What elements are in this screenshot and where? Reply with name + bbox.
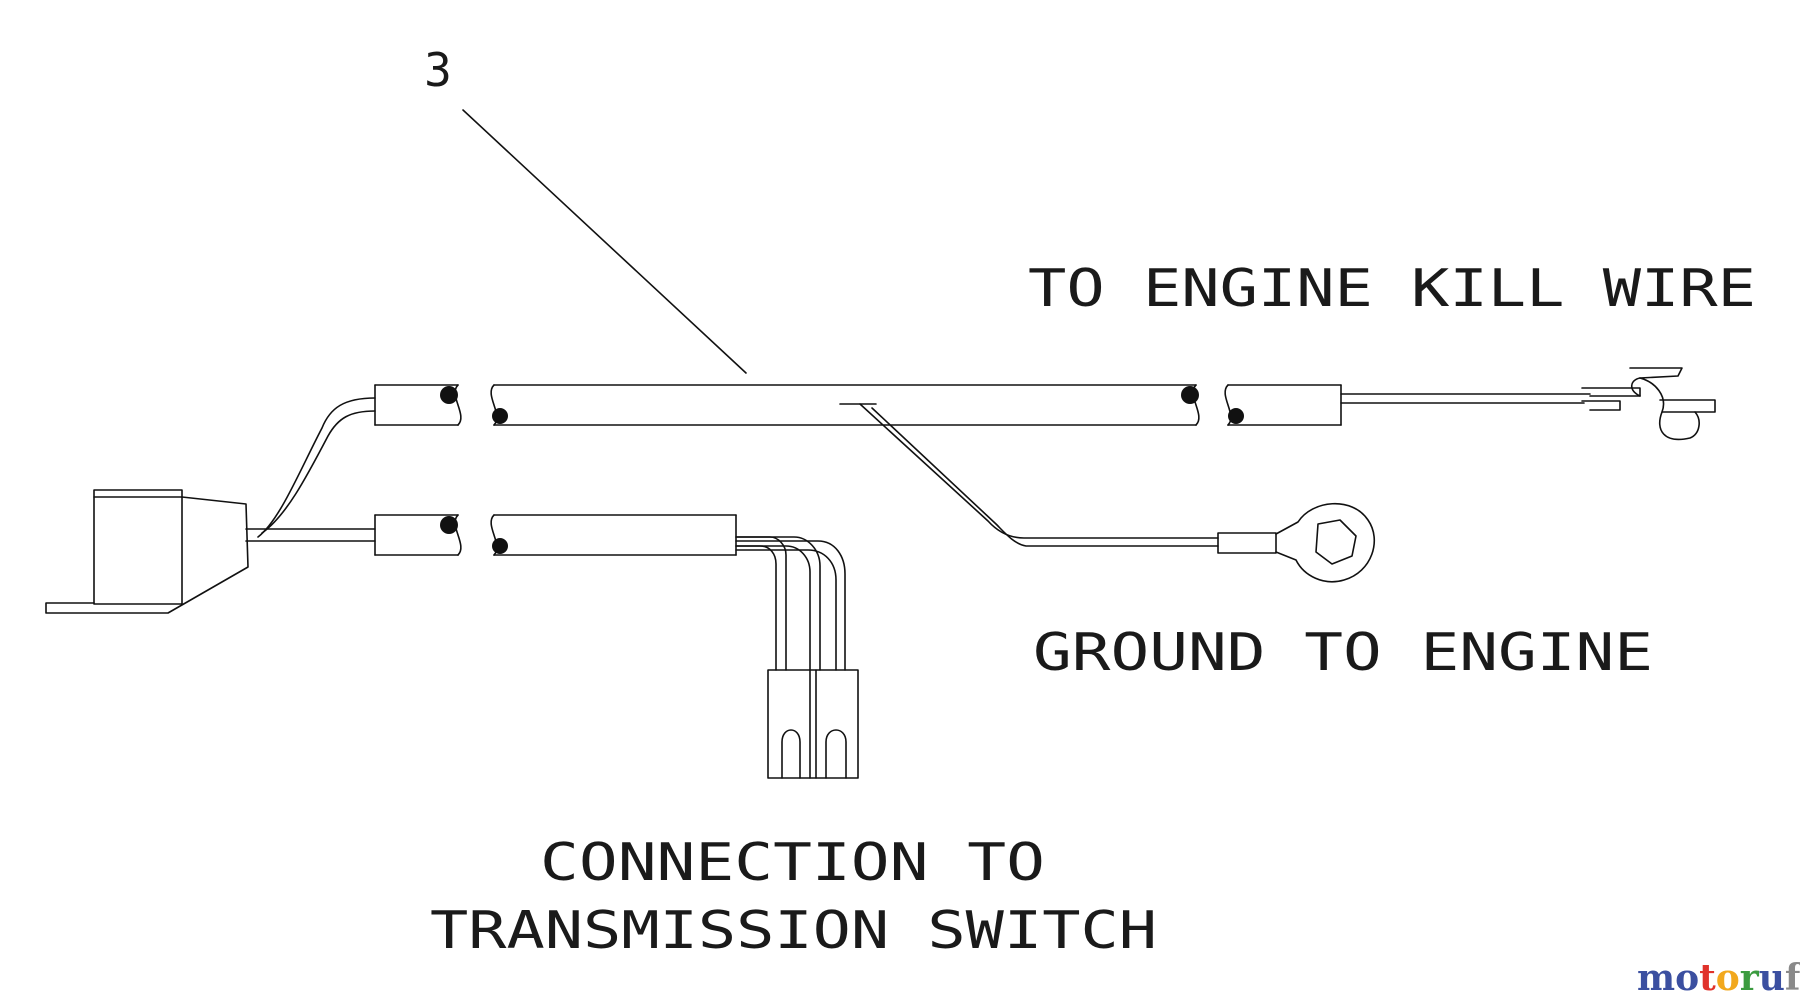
transmission-label-line2: TRANSMISSION SWITCH (430, 901, 1157, 961)
safety-switch-connector (45, 489, 376, 614)
watermark-letter: t (1699, 957, 1716, 999)
watermark-letter: o (1675, 957, 1699, 999)
ground-label: GROUND TO ENGINE (1033, 623, 1653, 683)
watermark-letter: r (1740, 957, 1760, 999)
spade-terminal (1581, 367, 1716, 441)
lower-harness-main-sleeve (490, 514, 737, 556)
watermark-letter: m (1637, 957, 1675, 999)
ring-terminal (1217, 502, 1376, 583)
upper-harness-sleeve-right (1224, 384, 1342, 426)
lower-harness-sleeve-left (374, 514, 462, 556)
watermark-letter: f (1785, 957, 1800, 999)
watermark-letter: u (1759, 957, 1785, 999)
upper-harness-sleeve-left (374, 384, 462, 426)
engine-kill-label: TO ENGINE KILL WIRE (1028, 259, 1756, 319)
part-callout-number: 3 (424, 43, 452, 97)
upper-lead-wire-inner (261, 410, 376, 534)
svg-text:motoruf.de: motoruf.de (1637, 957, 1800, 999)
transmission-switch-plug (767, 669, 859, 779)
transmission-label-line1: CONNECTION TO (540, 833, 1045, 893)
callout-leader-line (462, 109, 747, 374)
watermark-letter: o (1716, 957, 1740, 999)
engine-kill-wire (1340, 393, 1591, 404)
upper-lead-wire (257, 397, 376, 538)
upper-harness-main-sleeve (490, 384, 1200, 426)
motoruf-watermark-logo: motoruf.de (1637, 957, 1800, 999)
ground-wire (839, 403, 1219, 547)
transmission-wires (735, 536, 846, 671)
splice-dots (440, 386, 1244, 554)
